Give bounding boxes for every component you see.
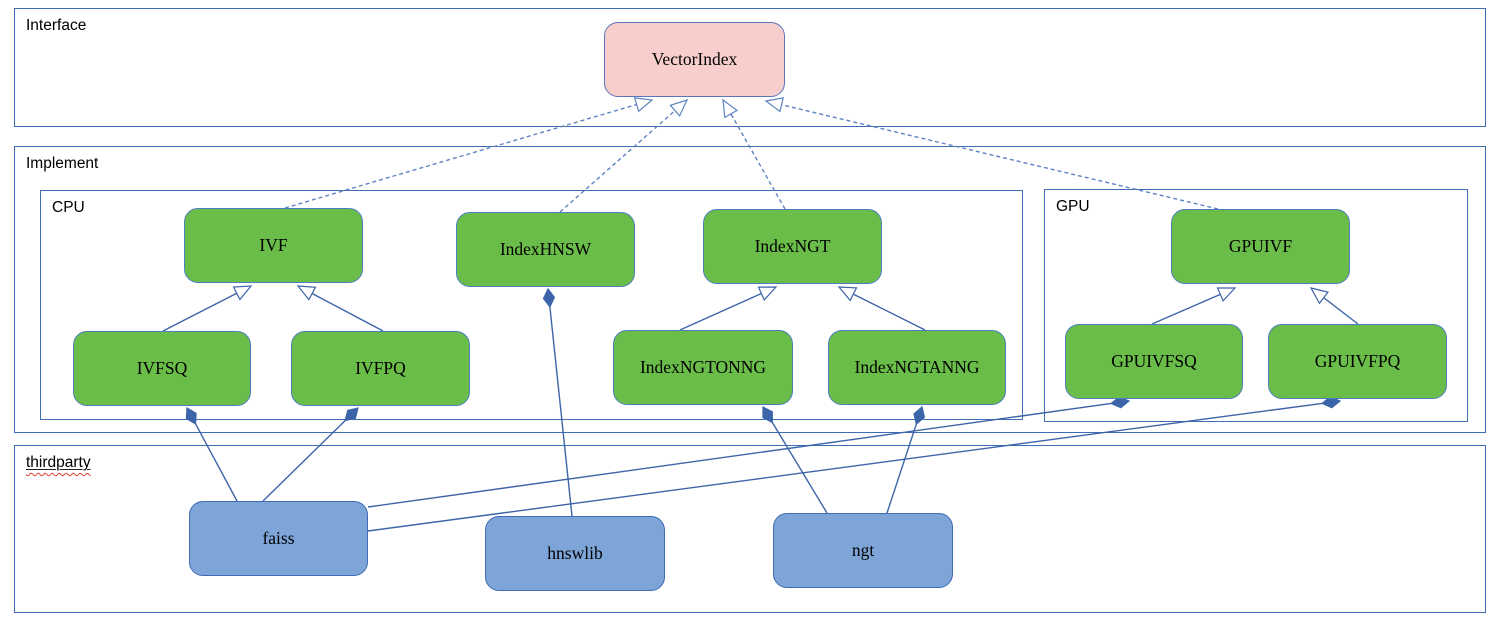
- group-cpu[interactable]: CPU: [40, 190, 1023, 420]
- group-implement-label: Implement: [26, 155, 99, 172]
- group-thirdparty[interactable]: thirdparty: [14, 445, 1486, 613]
- edge-realize-gpuivf-vectorindex[interactable]: [764, 97, 1219, 210]
- node-ivfsq-label: IVFSQ: [136, 358, 188, 378]
- edge-compose-faiss-gpuivfsq[interactable]: [367, 396, 1131, 508]
- node-ivf-label: IVF: [259, 235, 288, 255]
- node-gpuivf-label: GPUIVF: [1228, 236, 1293, 256]
- edge-compose-faiss-ivfpq[interactable]: [262, 407, 359, 502]
- node-ngt[interactable]: ngt: [773, 513, 953, 588]
- edge-compose-ngt-indexngtonng[interactable]: [762, 406, 828, 514]
- node-hnswlib[interactable]: hnswlib: [485, 516, 665, 591]
- edge-compose-hnswlib-indexhnsw[interactable]: [542, 287, 573, 517]
- node-gpuivfpq-label: GPUIVFPQ: [1314, 351, 1401, 371]
- node-hnswlib-label: hnswlib: [547, 543, 603, 563]
- node-ivfpq-label: IVFPQ: [355, 358, 406, 378]
- edge-inherit-gpuivfpq-gpuivf[interactable]: [1309, 287, 1359, 325]
- edge-inherit-indexngtanng-indexngt[interactable]: [837, 286, 926, 331]
- node-vectorindex-label: VectorIndex: [651, 49, 738, 69]
- node-indexngtonng[interactable]: IndexNGTONNG: [613, 330, 793, 405]
- group-gpu-label: GPU: [1056, 198, 1090, 215]
- group-thirdparty-label: thirdparty: [26, 454, 91, 472]
- edge-inherit-indexngtonng-indexngt[interactable]: [679, 286, 778, 331]
- edge-compose-ngt-indexngtanng[interactable]: [886, 405, 926, 514]
- node-ivfpq[interactable]: IVFPQ: [291, 331, 470, 406]
- node-vectorindex[interactable]: VectorIndex: [604, 22, 785, 97]
- edge-inherit-gpuivfsq-gpuivf[interactable]: [1151, 287, 1237, 325]
- node-ivf[interactable]: IVF: [184, 208, 363, 283]
- edge-realize-indexngt-vectorindex[interactable]: [722, 98, 786, 210]
- node-gpuivfsq-label: GPUIVFSQ: [1111, 351, 1197, 371]
- node-indexngt-label: IndexNGT: [754, 236, 831, 256]
- node-indexngtanng[interactable]: IndexNGTANNG: [828, 330, 1006, 405]
- node-indexhnsw[interactable]: IndexHNSW: [456, 212, 635, 287]
- group-cpu-label: CPU: [52, 199, 85, 216]
- node-faiss[interactable]: faiss: [189, 501, 368, 576]
- node-ivfsq[interactable]: IVFSQ: [73, 331, 251, 406]
- group-interface[interactable]: Interface: [14, 8, 1486, 127]
- node-gpuivf[interactable]: GPUIVF: [1171, 209, 1350, 284]
- edge-compose-faiss-ivfsq[interactable]: [185, 406, 238, 502]
- node-indexngt[interactable]: IndexNGT: [703, 209, 882, 284]
- group-thirdparty-label-text: thirdparty: [26, 454, 91, 471]
- edge-compose-faiss-gpuivfpq[interactable]: [367, 396, 1342, 532]
- edge-realize-indexhnsw-vectorindex[interactable]: [559, 99, 689, 213]
- node-ngt-label: ngt: [851, 540, 875, 560]
- node-indexngtonng-label: IndexNGTONNG: [639, 357, 767, 377]
- group-gpu[interactable]: GPU: [1044, 189, 1468, 422]
- edge-inherit-ivfsq-ivf[interactable]: [162, 285, 253, 332]
- edge-realize-ivf-vectorindex[interactable]: [284, 97, 654, 209]
- node-indexhnsw-label: IndexHNSW: [499, 239, 592, 259]
- group-interface-label: Interface: [26, 17, 87, 34]
- node-indexngtanng-label: IndexNGTANNG: [854, 357, 980, 377]
- edge-inherit-ivfpq-ivf[interactable]: [296, 285, 384, 332]
- node-gpuivfsq[interactable]: GPUIVFSQ: [1065, 324, 1243, 399]
- node-faiss-label: faiss: [262, 528, 295, 548]
- node-gpuivfpq[interactable]: GPUIVFPQ: [1268, 324, 1447, 399]
